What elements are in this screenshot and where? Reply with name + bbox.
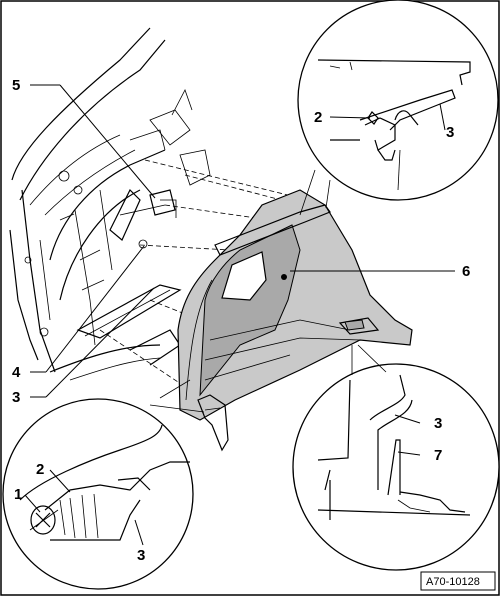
callout-2-lower: 2 <box>36 461 44 478</box>
leader-lines <box>24 84 455 546</box>
callout-1: 1 <box>14 486 22 503</box>
callout-5: 5 <box>12 77 20 94</box>
figure-id-box: A70-10128 <box>420 571 496 591</box>
callout-3-upper: 3 <box>446 124 454 141</box>
figure-id: A70-10128 <box>426 576 480 588</box>
detail-inset-top-right <box>297 0 499 201</box>
callout-6: 6 <box>462 263 470 280</box>
callout-3-lower-left: 3 <box>137 547 145 564</box>
detail-inset-bottom-right <box>292 363 500 571</box>
inset-connectors <box>149 169 387 413</box>
callout-2-upper: 2 <box>314 109 322 126</box>
callouts: 5 4 3 6 2 3 1 2 3 3 7 <box>12 77 470 564</box>
callout-3-lower-right: 3 <box>434 415 442 432</box>
detail-inset-bottom-left <box>2 398 194 590</box>
callout-7: 7 <box>434 447 442 464</box>
callout-3-left: 3 <box>12 389 20 406</box>
callout-4: 4 <box>12 364 21 381</box>
side-trim-panel <box>177 189 413 452</box>
